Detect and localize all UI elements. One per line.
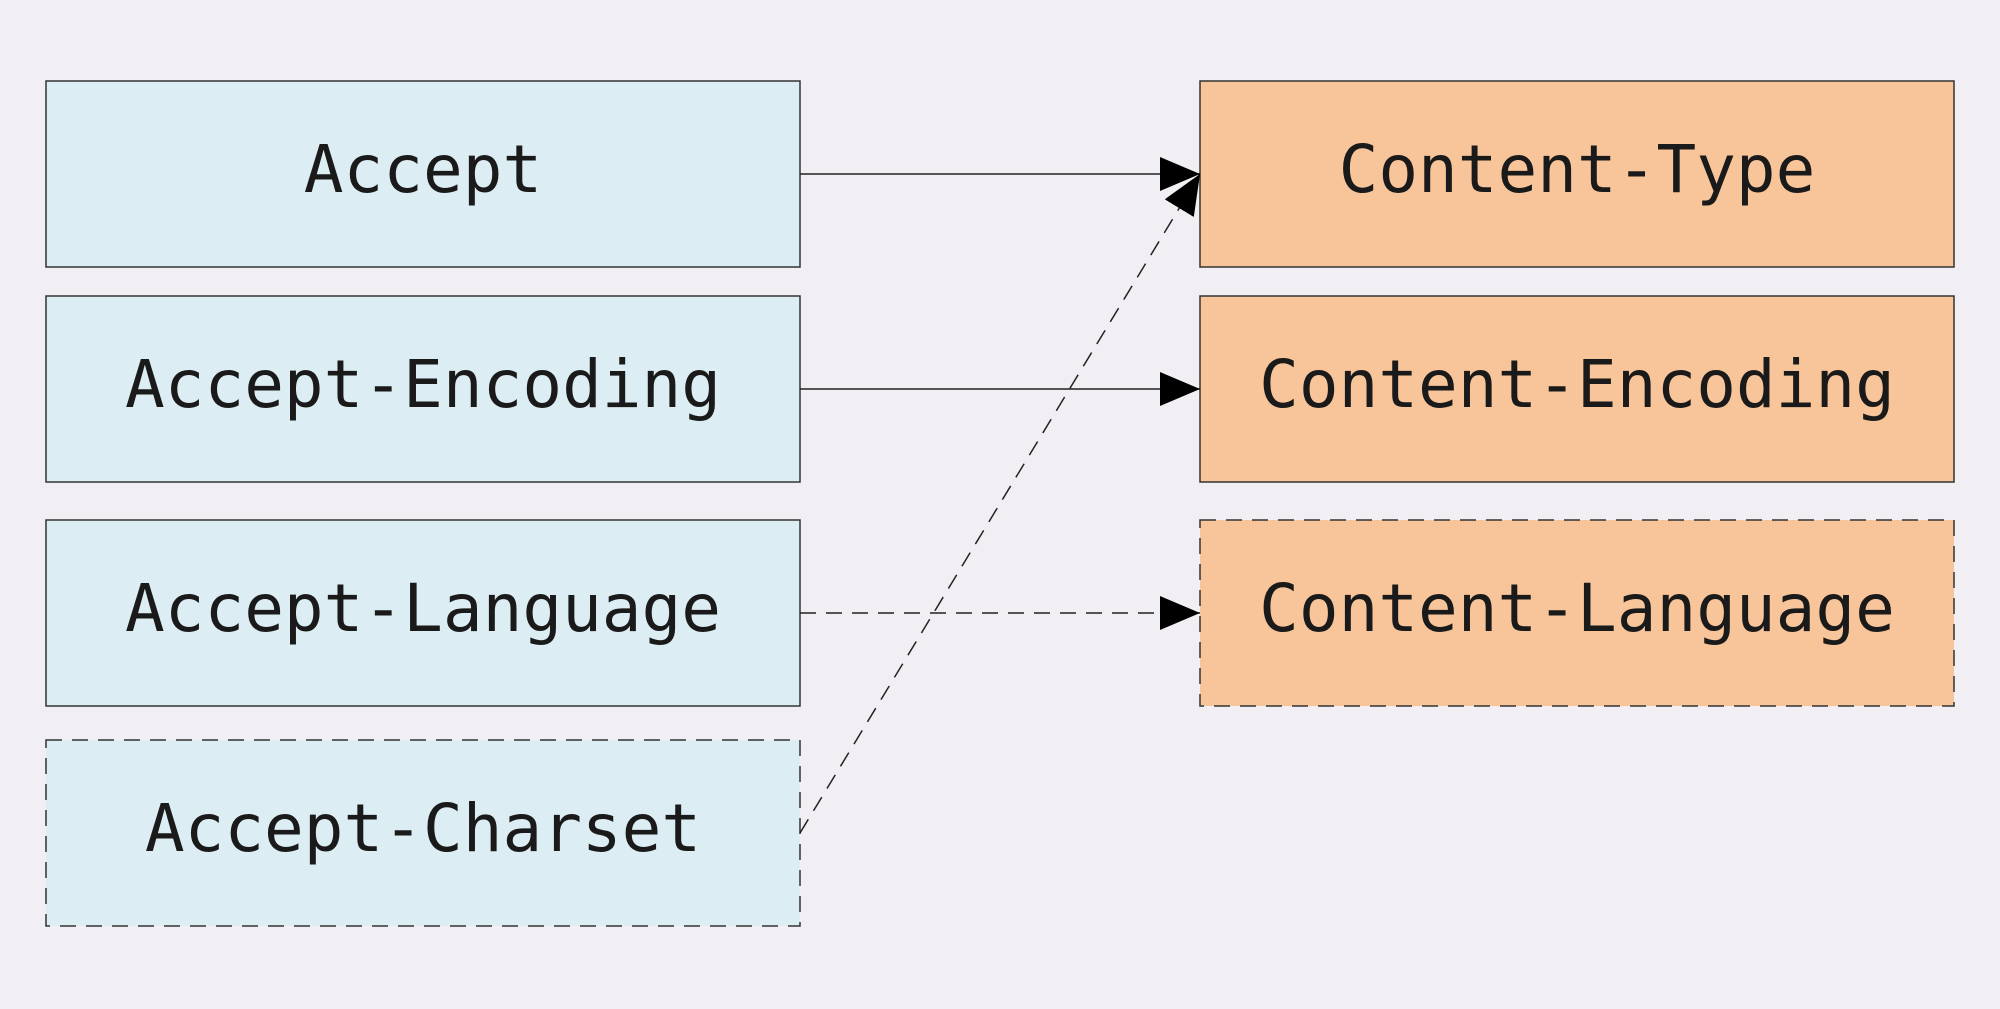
content-type-box: Content-Type [1199, 80, 1955, 268]
content-encoding-label: Content-Encoding [1259, 346, 1895, 423]
accept-charset-label: Accept-Charset [145, 790, 701, 867]
accept-label: Accept [304, 131, 542, 208]
content-type-label: Content-Type [1339, 131, 1816, 208]
content-language-label: Content-Language [1259, 570, 1895, 647]
accept-encoding-box: Accept-Encoding [45, 295, 801, 483]
accept-charset-box: Accept-Charset [45, 739, 801, 927]
accept-box: Accept [45, 80, 801, 268]
accept-language-label: Accept-Language [125, 570, 721, 647]
content-encoding-box: Content-Encoding [1199, 295, 1955, 483]
content-language-box: Content-Language [1199, 519, 1955, 707]
arrow-accept-charset-to-content-type [799, 173, 1201, 834]
accept-language-box: Accept-Language [45, 519, 801, 707]
accept-encoding-label: Accept-Encoding [125, 346, 721, 423]
